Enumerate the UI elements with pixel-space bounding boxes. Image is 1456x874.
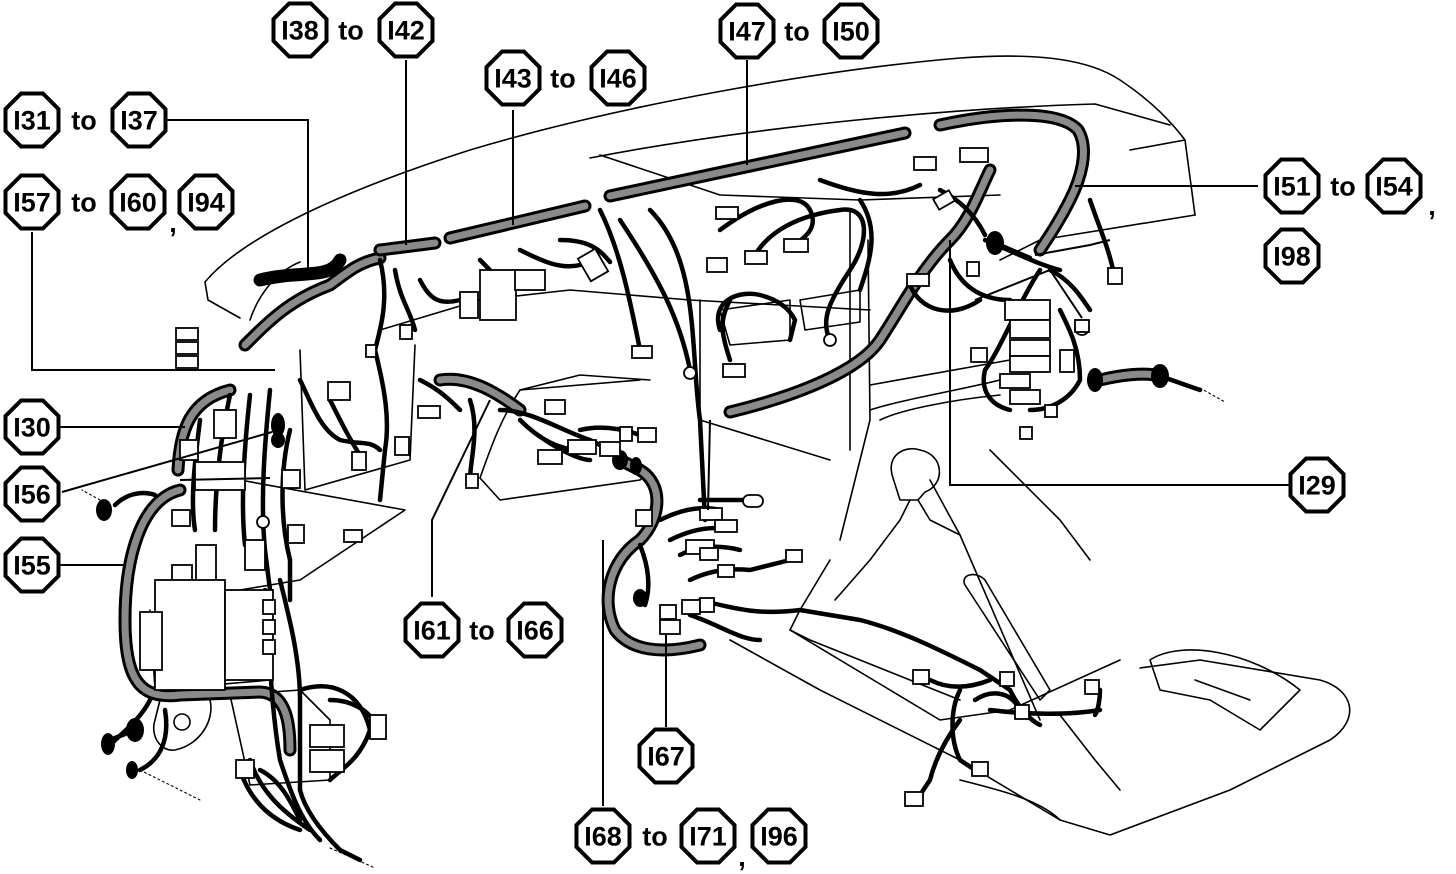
leader-lines bbox=[31, 60, 1290, 806]
callout-to: to bbox=[338, 16, 363, 46]
callout-label: I42 bbox=[387, 16, 425, 46]
callout-to: to bbox=[71, 106, 96, 136]
callout-label: I29 bbox=[1298, 471, 1336, 501]
callout-label: I30 bbox=[13, 413, 51, 443]
callout-i56: I56 bbox=[3, 465, 61, 523]
callout-label: I67 bbox=[647, 742, 685, 772]
callout-i30: I30 bbox=[3, 398, 61, 456]
callout-i57-i60-i94: I57 to I60 , I94 bbox=[3, 173, 235, 238]
dashboard-outline bbox=[149, 55, 1351, 836]
callout-i55: I55 bbox=[3, 536, 61, 594]
callout-i43-i46: I43 to I46 bbox=[484, 49, 647, 107]
callout-label: I68 bbox=[584, 822, 622, 852]
callout-to: to bbox=[1330, 172, 1355, 202]
callout-label: I94 bbox=[187, 188, 225, 218]
callout-i51-i54: I51 to I54 , bbox=[1263, 157, 1436, 221]
callout-label: I31 bbox=[13, 106, 51, 136]
grommets bbox=[81, 231, 1226, 869]
callout-i67: I67 bbox=[637, 727, 695, 785]
callouts: I38 to I42 I47 to I50 I43 to I46 I31 to … bbox=[3, 1, 1436, 872]
callout-i98: I98 bbox=[1263, 227, 1321, 285]
callout-label: I56 bbox=[13, 480, 51, 510]
callout-to: to bbox=[642, 822, 667, 852]
connectors bbox=[139, 147, 1123, 807]
callout-to: to bbox=[550, 64, 575, 94]
callout-label: I98 bbox=[1273, 242, 1311, 272]
callout-label: I57 bbox=[13, 188, 51, 218]
callout-label: I50 bbox=[832, 17, 870, 47]
callout-to: to bbox=[784, 17, 809, 47]
callout-label: I71 bbox=[689, 822, 727, 852]
callout-separator: , bbox=[1428, 191, 1436, 221]
callout-i61-i66: I61 to I66 bbox=[403, 601, 564, 659]
callout-i38-i42: I38 to I42 bbox=[271, 1, 435, 59]
callout-i31-i37: I31 to I37 bbox=[3, 91, 168, 149]
callout-label: I66 bbox=[516, 616, 554, 646]
callout-i68-i71-i96: I68 to I71 , I96 bbox=[574, 807, 808, 872]
callout-label: I55 bbox=[13, 551, 51, 581]
callout-i47-i50: I47 to I50 bbox=[718, 2, 880, 60]
callout-to: to bbox=[469, 616, 494, 646]
callout-to: to bbox=[71, 188, 96, 218]
callout-label: I43 bbox=[494, 64, 532, 94]
callout-label: I61 bbox=[413, 616, 451, 646]
callout-label: I51 bbox=[1273, 172, 1311, 202]
callout-label: I54 bbox=[1375, 172, 1413, 202]
callout-label: I96 bbox=[760, 822, 798, 852]
callout-i29: I29 bbox=[1288, 456, 1346, 514]
callout-label: I37 bbox=[120, 106, 158, 136]
callout-separator: , bbox=[169, 208, 177, 238]
callout-label: I38 bbox=[281, 16, 319, 46]
callout-label: I47 bbox=[728, 17, 766, 47]
callout-label: I60 bbox=[119, 188, 157, 218]
callout-label: I46 bbox=[599, 64, 637, 94]
callout-separator: , bbox=[738, 842, 746, 872]
